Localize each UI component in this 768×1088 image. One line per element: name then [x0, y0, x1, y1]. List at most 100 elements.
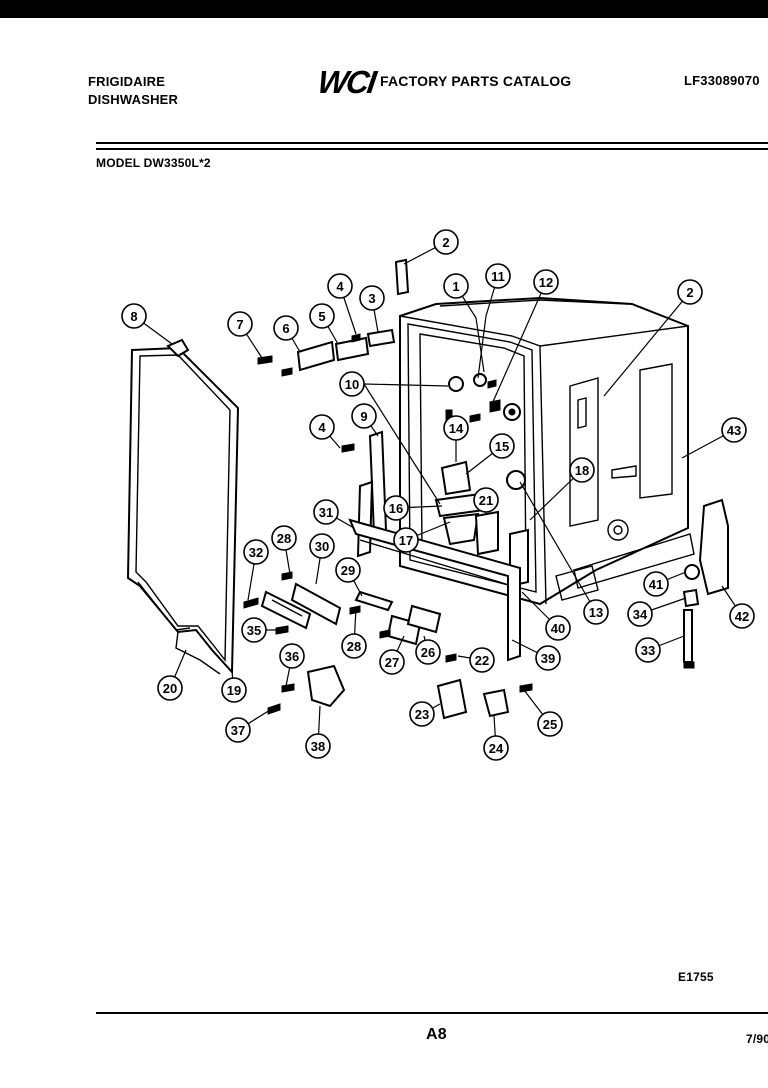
- part-callout-28: 28: [271, 525, 297, 551]
- header-rule-top: [96, 142, 768, 144]
- part-callout-label: 17: [399, 533, 413, 548]
- part-callout-22: 22: [469, 647, 495, 673]
- part-callout-30: 30: [309, 533, 335, 559]
- part-callout-label: 24: [489, 741, 504, 756]
- part-callout-label: 13: [589, 605, 603, 620]
- part-callout-label: 19: [227, 683, 241, 698]
- part-callout-14: 14: [443, 415, 469, 441]
- part-callout-1: 1: [443, 273, 469, 299]
- part-callout-26: 26: [415, 639, 441, 665]
- part-callout-18: 18: [569, 457, 595, 483]
- part-callout-34: 34: [627, 601, 653, 627]
- part-callout-label: 22: [475, 653, 489, 668]
- part-callout-label: 28: [347, 639, 361, 654]
- part-callout-23: 23: [409, 701, 435, 727]
- part-callout-label: 25: [543, 717, 557, 732]
- part-callout-29: 29: [335, 557, 361, 583]
- part-callout-32: 32: [243, 539, 269, 565]
- part-callout-7: 7: [227, 311, 253, 337]
- part-callout-label: 4: [336, 279, 344, 294]
- footer-rule: [96, 1012, 768, 1014]
- right-side-parts: [573, 498, 729, 669]
- part-callout-24: 24: [483, 735, 509, 761]
- part-callout-label: 43: [727, 423, 741, 438]
- part-callout-label: 33: [641, 643, 655, 658]
- door-gasket: [126, 346, 240, 675]
- part-callout-4: 4: [309, 414, 335, 440]
- drawing-number: E1755: [678, 970, 714, 984]
- part-callout-31: 31: [313, 499, 339, 525]
- part-callout-label: 20: [163, 681, 177, 696]
- part-callout-label: 35: [247, 623, 261, 638]
- part-callout-label: 4: [318, 420, 326, 435]
- part-callout-label: 21: [479, 493, 493, 508]
- part-callout-label: 9: [360, 409, 367, 424]
- part-callout-label: 40: [551, 621, 565, 636]
- part-callout-label: 27: [385, 655, 399, 670]
- part-callout-label: 26: [421, 645, 435, 660]
- door-frame-parts: [260, 258, 521, 720]
- part-callout-12: 12: [533, 269, 559, 295]
- part-callout-label: 5: [318, 309, 325, 324]
- part-callout-label: 32: [249, 545, 263, 560]
- part-callout-label: 10: [345, 377, 359, 392]
- part-callout-33: 33: [635, 637, 661, 663]
- part-callout-label: 37: [231, 723, 245, 738]
- part-callout-38: 38: [305, 733, 331, 759]
- revision-date: 7/90: [746, 1032, 768, 1046]
- part-callout-label: 29: [341, 563, 355, 578]
- part-callout-label: 2: [686, 285, 693, 300]
- part-callout-label: 38: [311, 739, 325, 754]
- part-callout-label: 34: [633, 607, 648, 622]
- part-callout-42: 42: [729, 603, 755, 629]
- part-callout-41: 41: [643, 571, 669, 597]
- part-callout-label: 30: [315, 539, 329, 554]
- part-callout-label: 11: [491, 269, 505, 284]
- part-callout-17: 17: [393, 527, 419, 553]
- part-callout-20: 20: [157, 675, 183, 701]
- part-callout-label: 8: [130, 309, 137, 324]
- part-callout-15: 15: [489, 433, 515, 459]
- screws: [243, 333, 533, 715]
- part-callout-16: 16: [383, 495, 409, 521]
- part-callout-label: 3: [368, 291, 375, 306]
- part-callout-21: 21: [473, 487, 499, 513]
- part-callout-label: 39: [541, 651, 555, 666]
- catalog-number: LF33089070: [684, 73, 760, 88]
- part-callout-37: 37: [225, 717, 251, 743]
- part-callout-label: 7: [236, 317, 243, 332]
- part-callout-39: 39: [535, 645, 561, 671]
- header-rule-bottom: [96, 148, 768, 150]
- part-callout-4: 4: [327, 273, 353, 299]
- part-callout-13: 13: [583, 599, 609, 625]
- part-callout-label: 6: [282, 321, 289, 336]
- brand-label: FRIGIDAIRE: [88, 74, 166, 89]
- product-label: DISHWASHER: [88, 92, 179, 107]
- part-callout-40: 40: [545, 615, 571, 641]
- part-callout-5: 5: [309, 303, 335, 329]
- part-callout-label: 31: [319, 505, 333, 520]
- part-callout-28: 28: [341, 633, 367, 659]
- top-scan-border: [0, 0, 768, 18]
- part-callout-36: 36: [279, 643, 305, 669]
- part-callout-label: 41: [649, 577, 663, 592]
- page-number: A8: [426, 1026, 447, 1043]
- part-callout-label: 18: [575, 463, 589, 478]
- spray-arm-parts: [434, 373, 529, 588]
- gasket-clip: [166, 338, 190, 358]
- part-callout-label: 36: [285, 649, 299, 664]
- part-callout-label: 15: [495, 439, 509, 454]
- part-callout-25: 25: [537, 711, 563, 737]
- part-callout-19: 19: [221, 677, 247, 703]
- part-callout-9: 9: [351, 403, 377, 429]
- model-label: MODEL DW3350L*2: [96, 156, 211, 170]
- part-callout-6: 6: [273, 315, 299, 341]
- part-callout-3: 3: [359, 285, 385, 311]
- part-callout-8: 8: [121, 303, 147, 329]
- part-callout-35: 35: [241, 617, 267, 643]
- part-callout-label: 28: [277, 531, 291, 546]
- part-callout-11: 11: [485, 263, 511, 289]
